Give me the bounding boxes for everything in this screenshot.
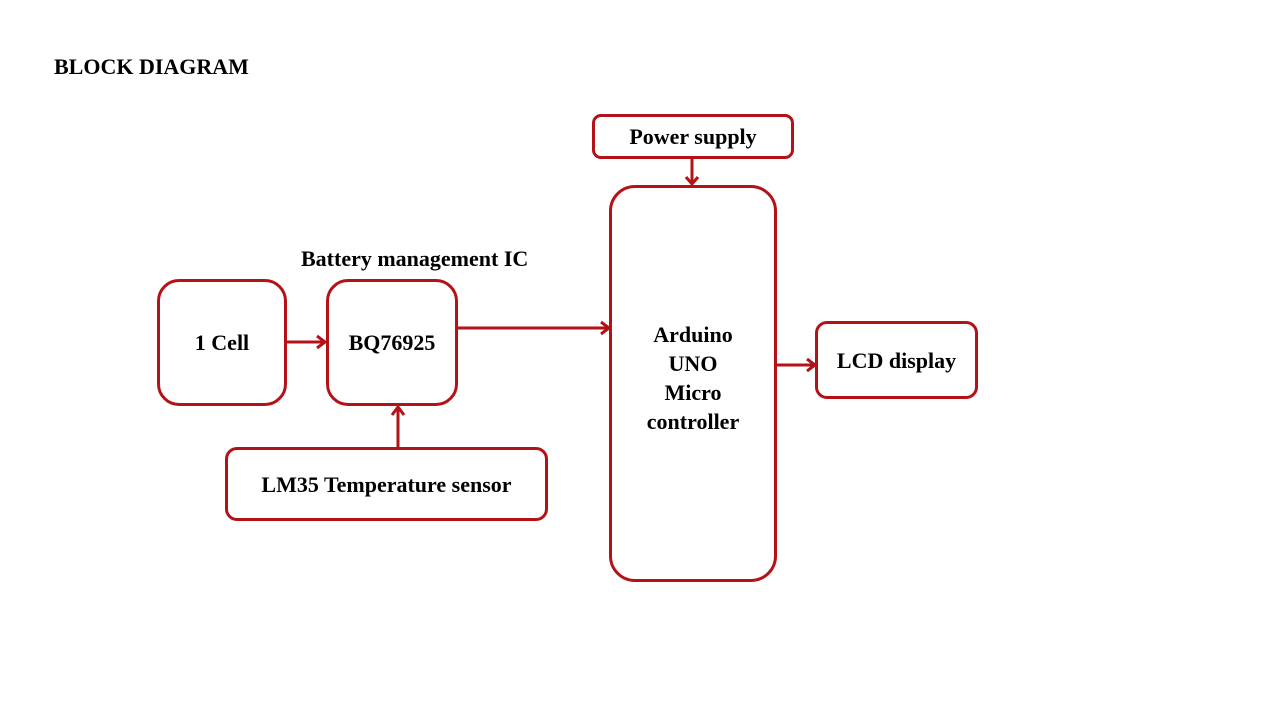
block-microcontroller-line-4: controller [646,408,740,434]
arrowhead-mcu-to-lcd [806,357,818,373]
block-bms: BQ76925 [326,279,458,406]
block-microcontroller-line-3: Micro [664,379,722,405]
bms-caption: Battery management IC [301,246,529,271]
block-microcontroller-line-1: Arduino [653,321,733,347]
block-temperature-sensor: LM35 Temperature sensor [225,447,548,521]
block-power-supply: Power supply [592,114,794,159]
diagram-title: BLOCK DIAGRAM [54,54,249,79]
arrowhead-bms-to-mcu [600,320,612,336]
block-temperature-sensor-label: LM35 Temperature sensor [261,471,512,497]
block-bms-label: BQ76925 [348,330,436,355]
arrowhead-power-to-mcu [684,176,700,187]
block-power-supply-label: Power supply [629,124,757,149]
block-microcontroller-line-2: UNO [668,350,718,376]
block-lcd-display: LCD display [815,321,978,399]
block-cell-label: 1 Cell [194,330,250,355]
block-microcontroller: Arduino UNO Micro controller [609,185,777,582]
arrowhead-cell-to-bms [316,334,328,350]
arrowhead-sensor-to-bms [390,404,406,416]
block-cell: 1 Cell [157,279,287,406]
block-lcd-display-label: LCD display [836,347,957,373]
